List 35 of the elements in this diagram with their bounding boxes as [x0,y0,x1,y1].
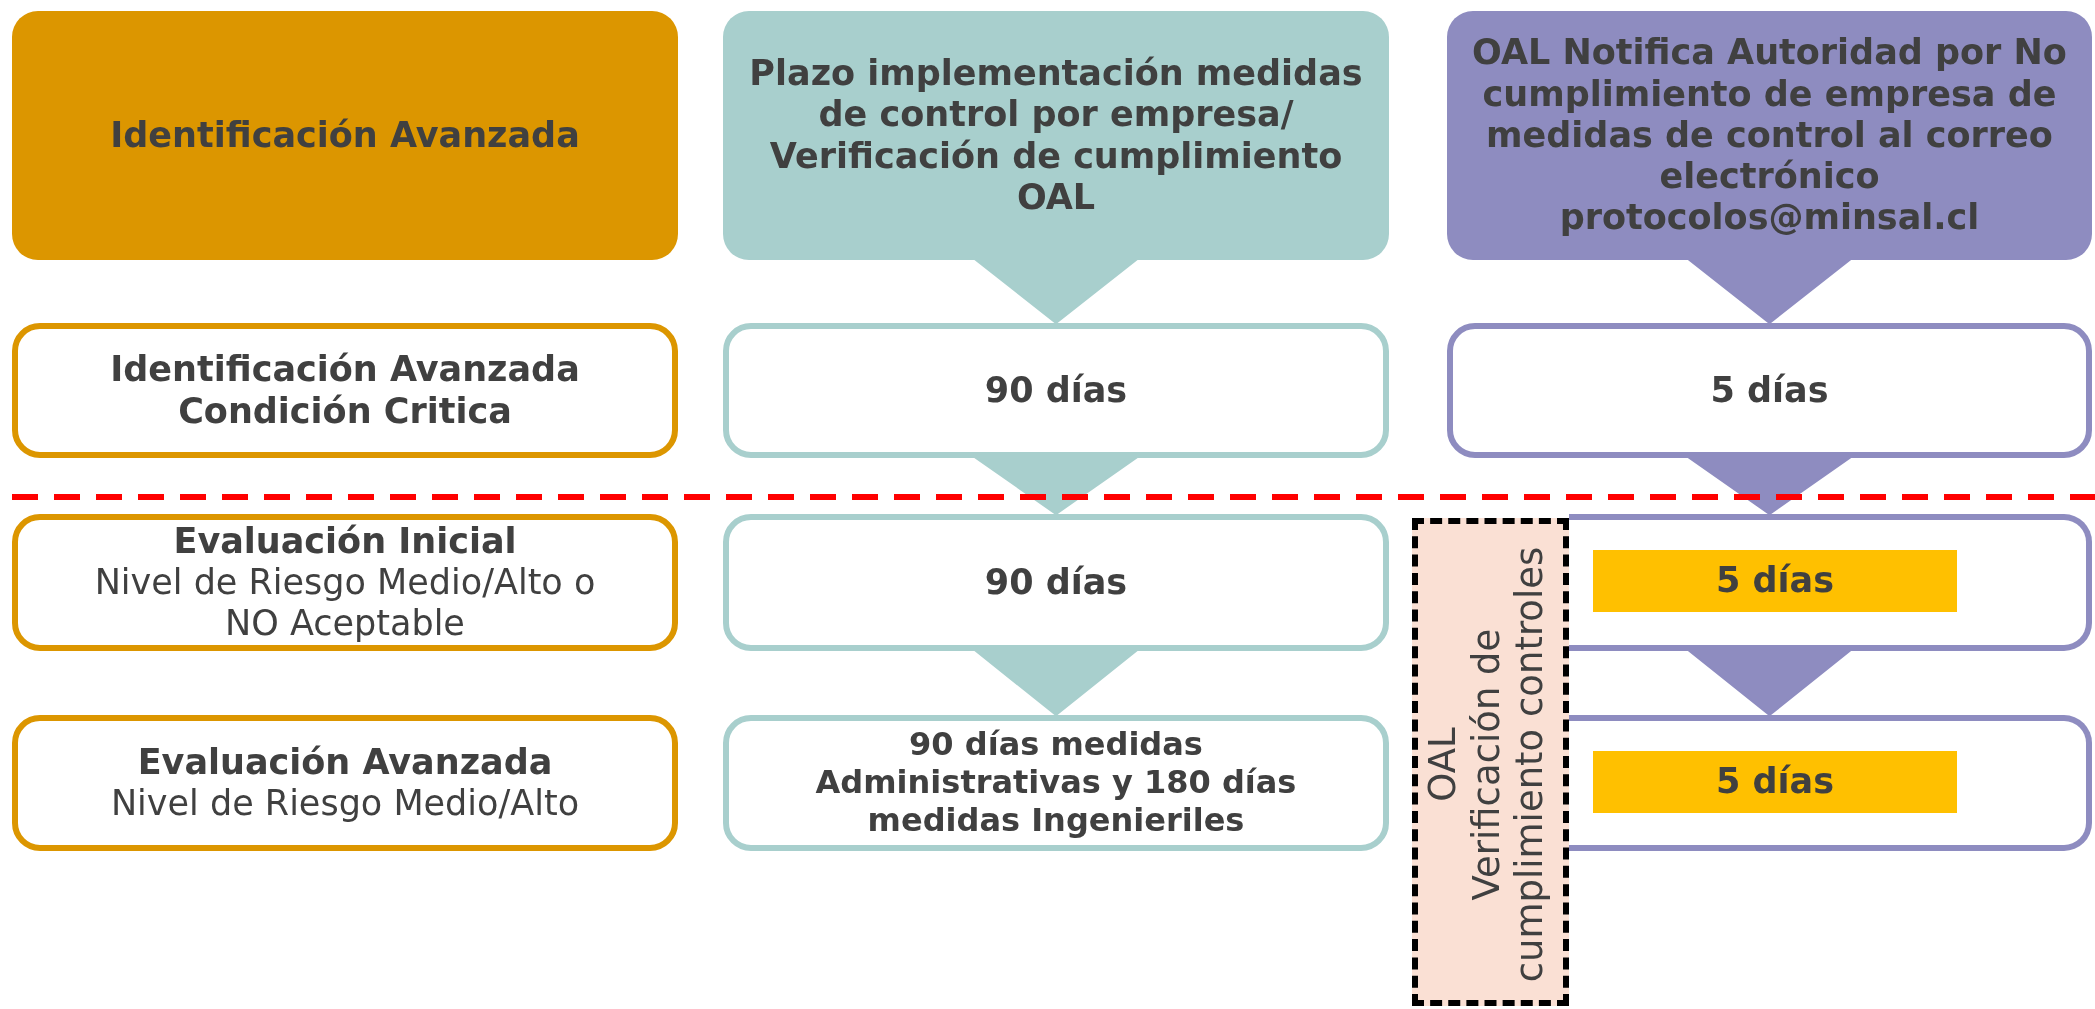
box-title: 5 días [1710,369,1829,412]
chevron-arrow [973,650,1139,717]
box-title: OAL [1420,726,1464,802]
highlight-box [1593,550,1957,612]
chevron-arrow [973,259,1139,325]
box-title: Evaluación Avanzada [137,741,553,783]
box-title: 90 días medidas Administrativas y 180 días medidas Ingenieriles [814,726,1298,840]
box-title: Identificación Avanzada [110,114,580,157]
process-box [12,715,678,851]
process-box [12,323,678,458]
box-title: 5 días [1715,560,1834,602]
box-title: 90 días [984,369,1128,412]
process-box [1569,514,2092,651]
process-box [723,323,1389,458]
chevron-arrow [972,457,1140,516]
process-box [12,514,678,651]
box-text: Nivel de Riesgo Medio/Alto [110,783,580,825]
process-header-box [12,11,678,260]
process-box [1569,715,2092,851]
box-title: Plazo implementación medidas de control por empresa/ Verificación de cumplimiento OAL [748,52,1364,219]
box-text: Verificación de cumplimiento controles [1463,545,1551,984]
highlight-box [1593,751,1957,813]
process-box [723,715,1389,851]
box-title: OAL Notifica Autoridad por No cumplimiento de empresa de medidas de control al correo electrónico protocolos@minsal.cl [1471,32,2068,239]
process-box [1447,323,2092,458]
chevron-arrow [1686,259,1853,325]
chevron-arrow [1686,650,1853,717]
box-title: 5 días [1715,761,1834,803]
box-title: 90 días [984,561,1128,604]
verification-box [1412,518,1569,1006]
box-title: Evaluación Inicial [173,520,517,562]
chevron-arrow [1686,457,1853,516]
box-text: Nivel de Riesgo Medio/Alto o NO Aceptable [93,561,597,645]
box-title: Identificación Avanzada Condición Critica [109,349,581,432]
process-box [723,514,1389,651]
